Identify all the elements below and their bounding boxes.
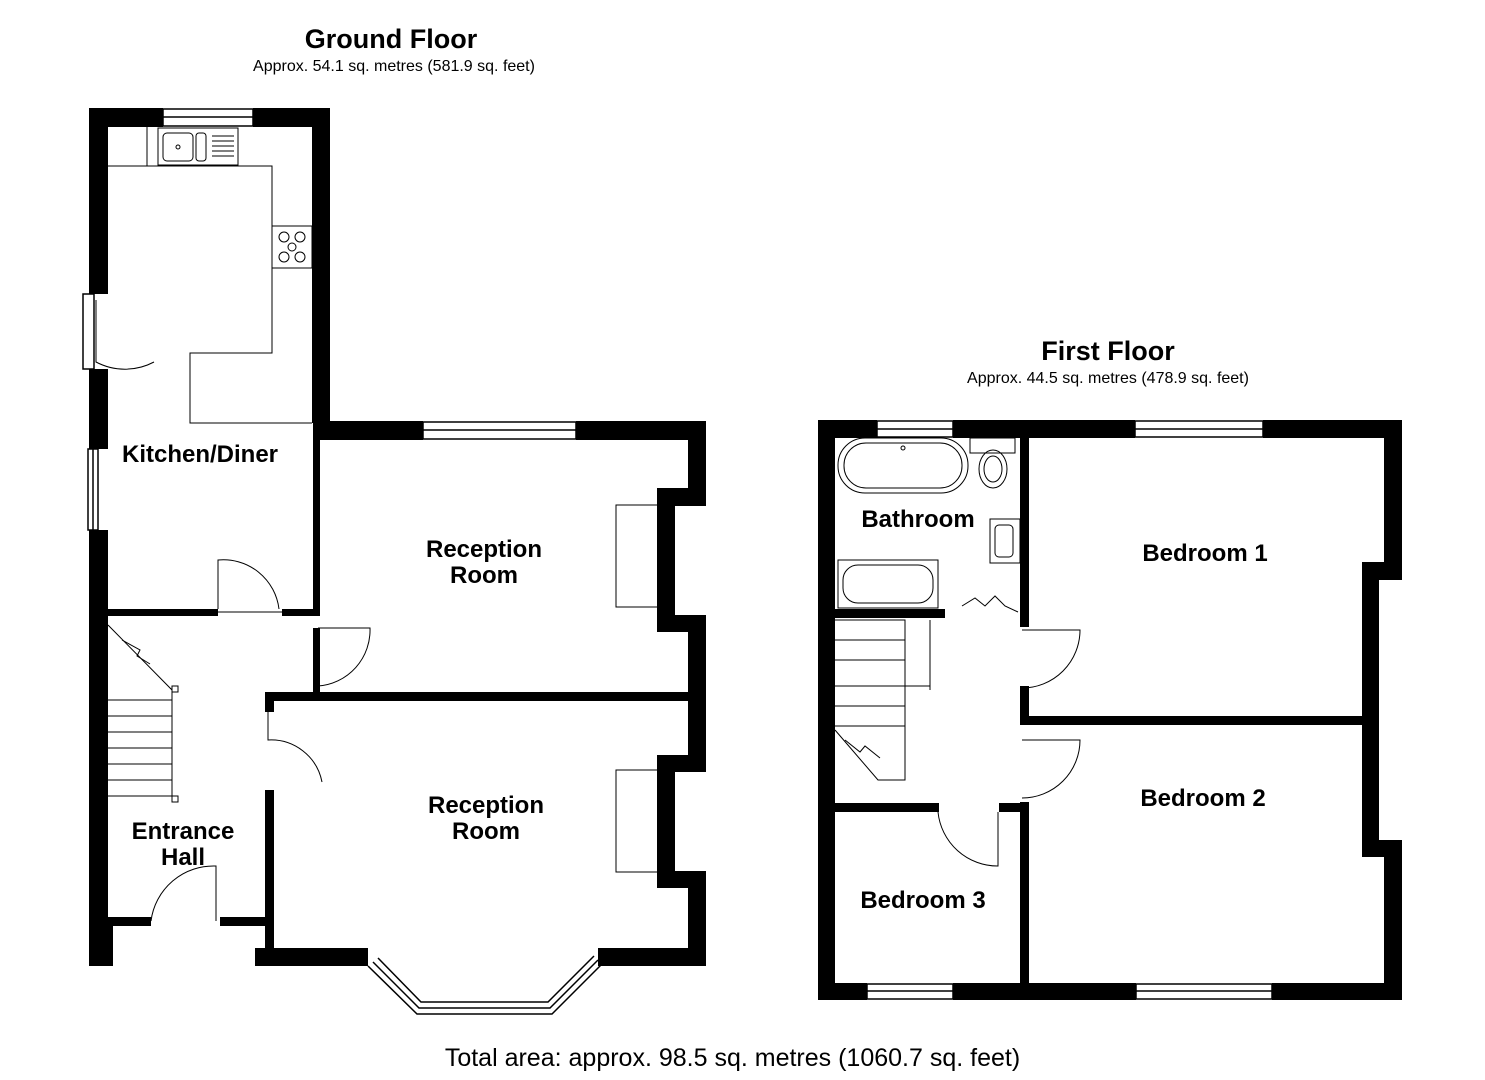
first-floor-area: Approx. 44.5 sq. metres (478.9 sq. feet)	[967, 370, 1249, 387]
ground-floor-windows	[82, 108, 604, 1015]
total-area: Total area: approx. 98.5 sq. metres (106…	[444, 1044, 1021, 1072]
ground-floor-area: Approx. 54.1 sq. metres (581.9 sq. feet)	[253, 58, 535, 75]
first-floor-stairs	[834, 619, 931, 781]
reception-room-lower-label-1: Reception	[428, 792, 544, 819]
first-floor-doors	[937, 629, 1081, 867]
reception-room-lower-label-2: Room	[452, 818, 520, 845]
ground-floor-stairs	[107, 624, 179, 803]
reception-room-upper-label-1: Reception	[426, 536, 542, 563]
bedroom-2-label: Bedroom 2	[1140, 785, 1265, 812]
ground-floor-walls	[89, 108, 706, 966]
ground-floor-title: Ground Floor	[304, 24, 478, 54]
bathroom-label: Bathroom	[861, 506, 974, 533]
bathroom-fittings	[837, 437, 1021, 613]
first-floor-windows	[866, 420, 1273, 1000]
bedroom-1-label: Bedroom 1	[1142, 540, 1267, 567]
reception-room-upper-label-2: Room	[450, 562, 518, 589]
entrance-hall-label-2: Hall	[161, 844, 205, 871]
ground-floor-doors	[95, 300, 371, 922]
first-floor-title: First Floor	[1041, 336, 1175, 366]
entrance-hall-label-1: Entrance	[132, 818, 235, 845]
kitchen-fittings	[108, 127, 313, 424]
fireplaces	[615, 504, 659, 873]
floor-plan: Kitchen/Diner Reception Room Reception R…	[82, 108, 1402, 1015]
kitchen-diner-label: Kitchen/Diner	[122, 441, 278, 468]
ground-floor-labels: Kitchen/Diner Reception Room Reception R…	[122, 441, 544, 871]
bedroom-3-label: Bedroom 3	[860, 887, 985, 914]
first-floor-walls	[818, 420, 1402, 1000]
first-floor-labels: Bathroom Bedroom 1 Bedroom 2 Bedroom 3	[860, 506, 1267, 914]
